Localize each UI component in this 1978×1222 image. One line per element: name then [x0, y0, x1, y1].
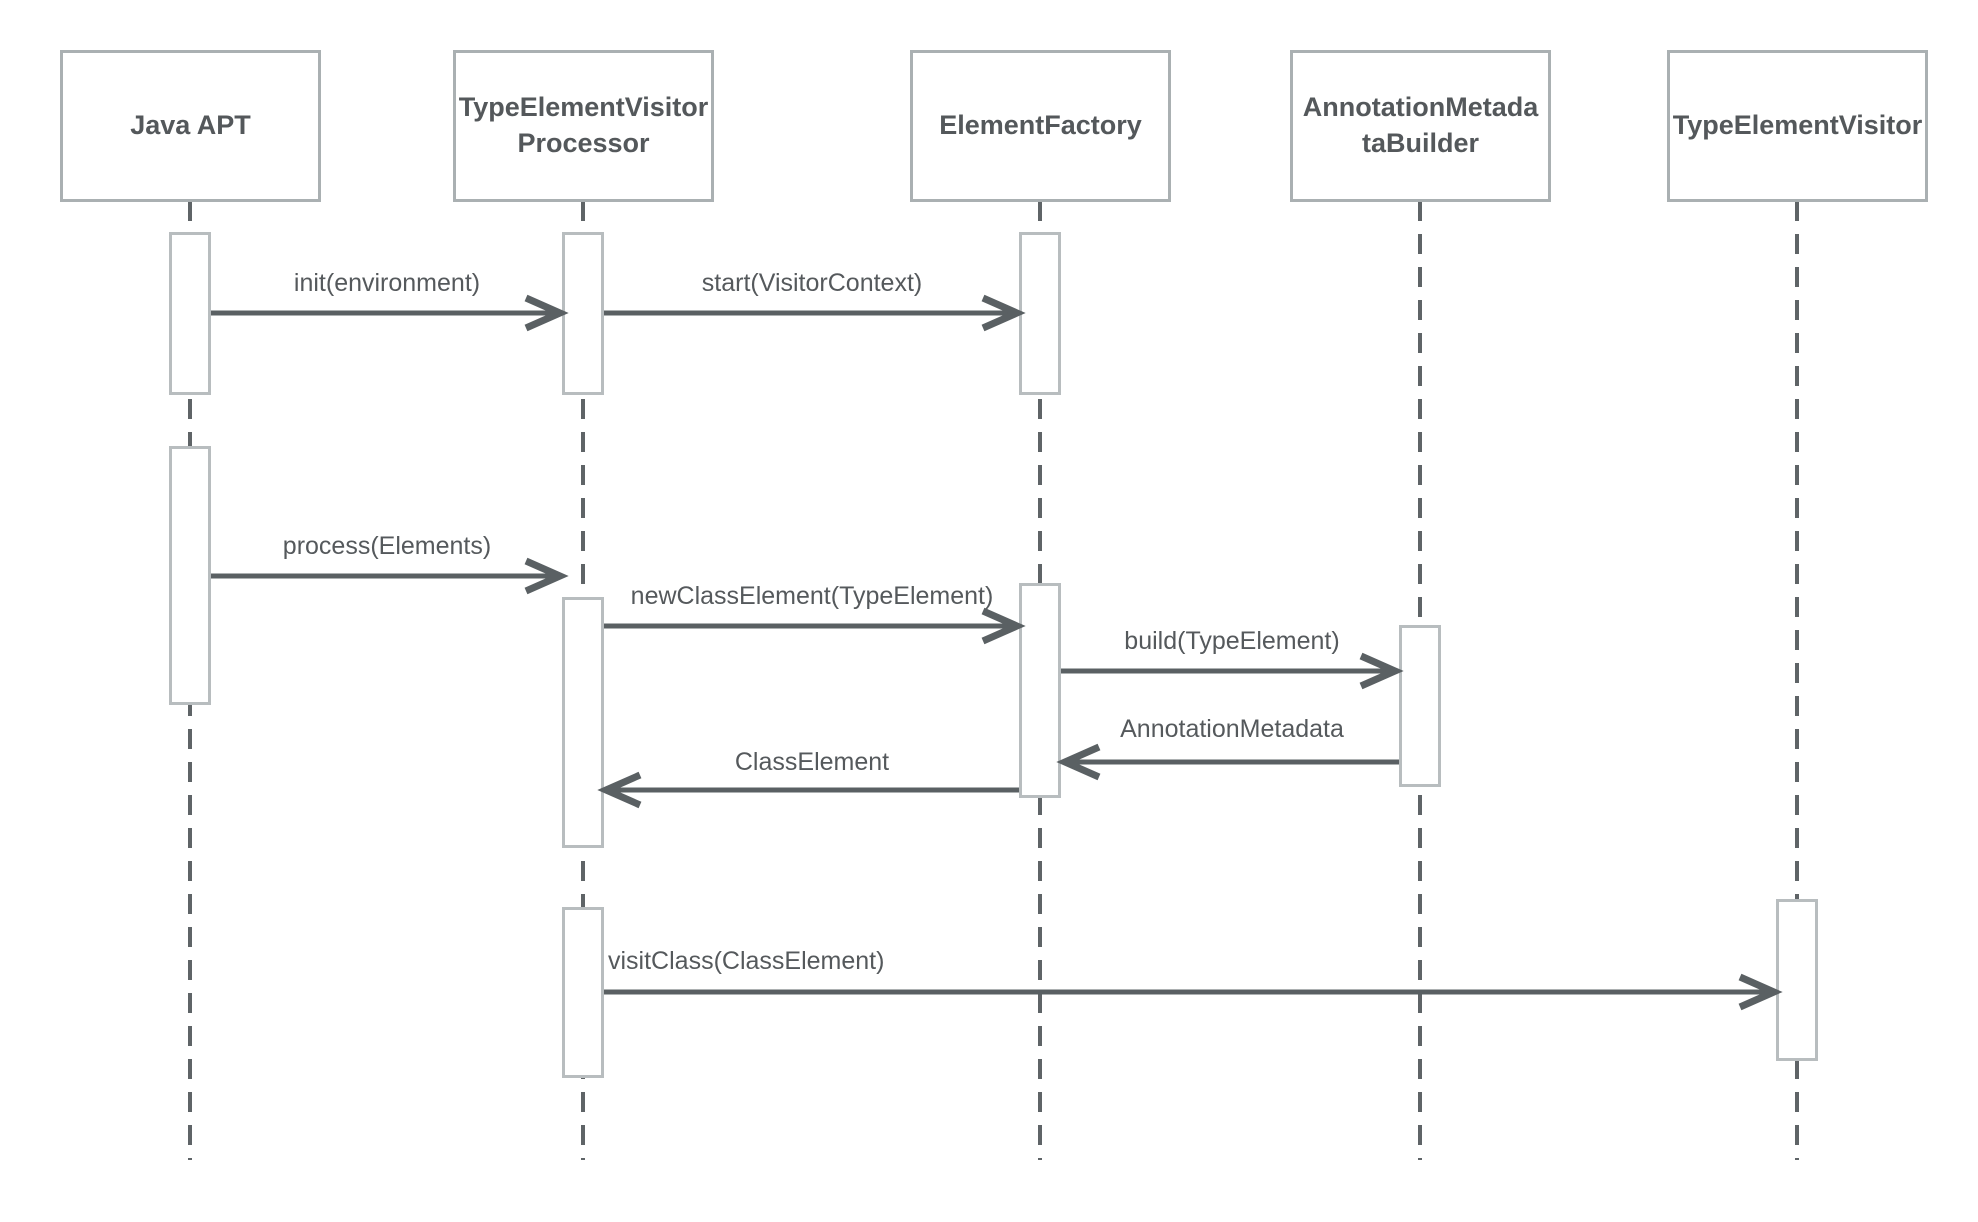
activation-java-apt-2 — [169, 446, 211, 705]
participant-label: AnnotationMetada taBuilder — [1302, 92, 1539, 158]
message-label-process: process(Elements) — [282, 532, 492, 560]
arrow-new-class-element — [604, 607, 1026, 645]
arrow-build — [1061, 652, 1404, 690]
participant-label: Java APT — [130, 110, 251, 141]
message-label-start: start(VisitorContext) — [701, 269, 923, 297]
activation-processor-1 — [562, 232, 604, 395]
participant-type-element-visitor: TypeElementVisitor — [1667, 50, 1928, 202]
message-label-new-class-element: newClassElement(TypeElement) — [630, 582, 994, 610]
message-label-visit-class: visitClass(ClassElement) — [608, 947, 885, 975]
arrow-visit-class — [604, 973, 1783, 1011]
arrow-process — [211, 557, 569, 595]
activation-type-element-visitor — [1776, 899, 1818, 1061]
lifeline-type-element-visitor — [1795, 201, 1799, 1160]
activation-processor-2 — [562, 597, 604, 848]
message-label-annotation-metadata: AnnotationMetadata — [1120, 715, 1344, 743]
participant-label: TypeElementVisitor — [1672, 110, 1923, 141]
participant-type-element-visitor-processor: TypeElementVisitor Processor — [453, 50, 714, 202]
activation-java-apt-1 — [169, 232, 211, 395]
arrow-init — [211, 294, 569, 332]
activation-annotation-metadata-builder — [1399, 625, 1441, 787]
participant-element-factory: ElementFactory — [910, 50, 1171, 202]
participant-label: ElementFactory — [939, 110, 1142, 141]
arrow-class-element — [597, 771, 1019, 809]
activation-element-factory-1 — [1019, 232, 1061, 395]
activation-element-factory-2 — [1019, 583, 1061, 798]
arrow-start — [604, 294, 1026, 332]
message-label-class-element: ClassElement — [734, 748, 890, 776]
arrow-annotation-metadata — [1056, 743, 1399, 781]
message-label-build: build(TypeElement) — [1124, 627, 1340, 655]
participant-annotation-metadata-builder: AnnotationMetada taBuilder — [1290, 50, 1551, 202]
participant-java-apt: Java APT — [60, 50, 321, 202]
message-label-init: init(environment) — [293, 269, 481, 297]
activation-processor-3 — [562, 907, 604, 1078]
participant-label: TypeElementVisitor Processor — [458, 92, 709, 158]
